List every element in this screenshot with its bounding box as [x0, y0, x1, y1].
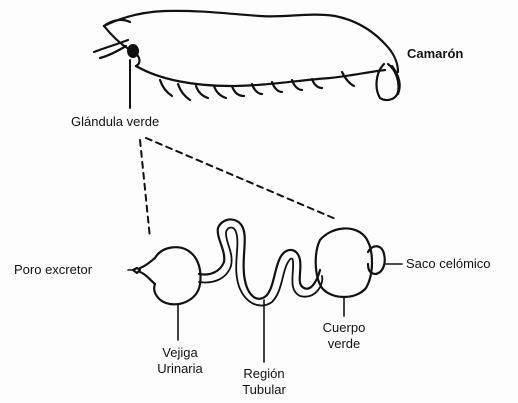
green-gland-label: Glándula verde — [71, 114, 159, 130]
tubular-region-inner — [199, 228, 322, 306]
shrimp-leg — [232, 86, 244, 96]
zoom-line-left — [140, 140, 150, 238]
green-body-label-line2: verde — [314, 336, 374, 352]
tubular-region-label-line1: Región — [234, 366, 294, 382]
tubular-region — [199, 219, 320, 298]
green-gland-marker — [127, 44, 139, 58]
bladder-neck — [140, 258, 155, 284]
shrimp-leg — [312, 79, 322, 88]
green-body-label-line1: Cuerpo — [314, 320, 374, 336]
shrimp-drawing — [94, 11, 400, 100]
urinary-bladder-label: Vejiga Urinaria — [148, 345, 212, 377]
excretory-pore-label: Poro excretor — [14, 262, 92, 278]
shrimp-leg — [196, 86, 208, 98]
shrimp-label: Camarón — [407, 46, 463, 62]
zoom-line-right — [146, 138, 338, 220]
urinary-bladder — [154, 247, 200, 304]
green-body — [316, 228, 372, 297]
coelomic-sac-label: Saco celómico — [406, 256, 491, 272]
shrimp-leg — [214, 86, 226, 98]
tubular-region-label-line2: Tubular — [234, 382, 294, 398]
green-body-label: Cuerpo verde — [314, 320, 374, 352]
shrimp-leg — [160, 80, 172, 96]
urinary-bladder-label-line2: Urinaria — [148, 361, 212, 377]
shrimp-back — [104, 11, 398, 72]
shrimp-leg — [178, 84, 190, 100]
urinary-bladder-label-line1: Vejiga — [148, 345, 212, 361]
tubular-region-label: Región Tubular — [234, 366, 294, 398]
shrimp-belly — [136, 66, 385, 86]
